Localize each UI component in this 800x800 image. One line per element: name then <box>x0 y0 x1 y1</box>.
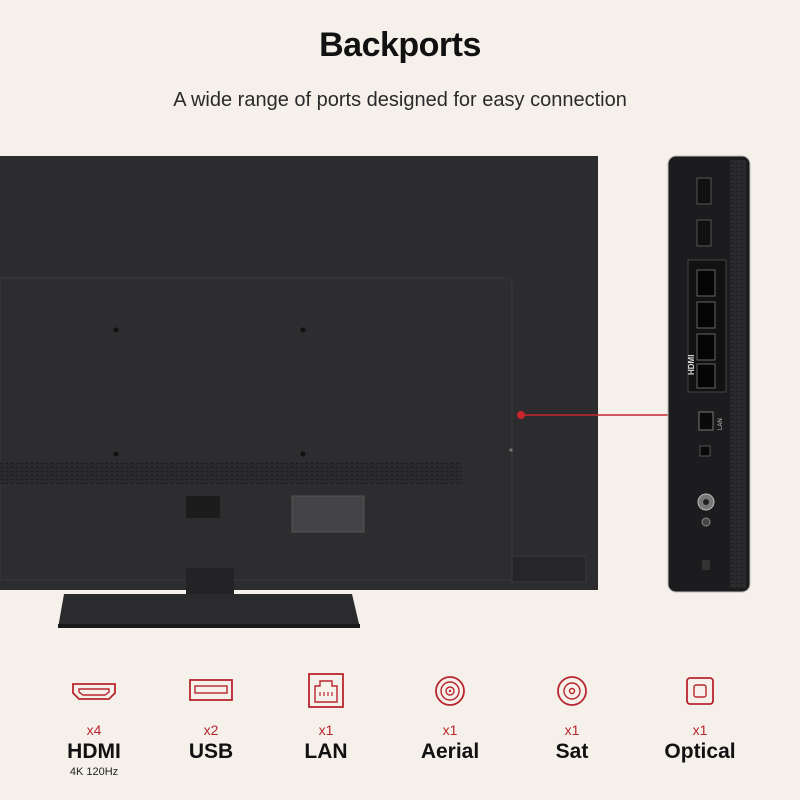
vesa-hole <box>300 451 306 457</box>
vesa-hole <box>113 451 119 457</box>
tv-stand-neck <box>186 568 234 596</box>
callout-dot <box>517 411 525 419</box>
lan-port <box>698 411 714 431</box>
tv-connector-block <box>186 496 220 518</box>
port-count: x1 <box>442 722 458 738</box>
port-count: x1 <box>564 722 580 738</box>
aerial-port-icon <box>435 676 465 706</box>
lan-label-text: LAN <box>718 418 724 430</box>
port-name: Aerial <box>420 740 480 763</box>
sat-port <box>701 517 711 527</box>
usb-port-icon <box>189 679 233 701</box>
tv-rear-cover <box>0 277 513 581</box>
port-item-sat: x1 Sat <box>512 672 632 766</box>
port-subtext: 4K 120Hz <box>69 766 119 778</box>
port-item-lan: x1 LAN <box>266 672 386 766</box>
hdmi-port-icon <box>72 683 116 700</box>
port-count: x2 <box>203 722 219 738</box>
optical-port <box>699 445 711 457</box>
port-location-dot <box>509 448 513 452</box>
port-count: x1 <box>318 722 334 738</box>
port-name: Optical <box>664 740 736 763</box>
hdmi-port <box>696 301 716 329</box>
port-item-usb: x2 USB <box>151 672 271 766</box>
tv-vent-grille <box>0 462 462 484</box>
ir-port <box>702 560 710 570</box>
usb-port <box>696 177 712 205</box>
port-item-hdmi: x4 HDMI 4K 120Hz <box>34 672 154 778</box>
optical-port-icon <box>686 677 714 705</box>
vesa-hole <box>300 327 306 333</box>
vesa-hole <box>113 327 119 333</box>
tv-side-port-cover <box>511 555 587 583</box>
port-name: HDMI <box>67 740 121 763</box>
hdmi-port <box>696 333 716 361</box>
ports-summary-row: x4 HDMI 4K 120Hz x2 USB x1 LAN <box>0 672 800 792</box>
tv-back-illustration: HDMI LAN <box>0 150 800 640</box>
sat-port-icon <box>557 676 587 706</box>
hdmi-port <box>696 269 716 297</box>
port-panel-grille <box>730 160 746 588</box>
port-count: x4 <box>86 722 102 738</box>
tv-stand-shadow <box>58 624 360 628</box>
lan-port-icon <box>308 673 344 708</box>
tv-stand-base <box>58 594 360 628</box>
hdmi-port <box>696 363 716 389</box>
page-subtitle: A wide range of ports designed for easy … <box>173 89 627 111</box>
tv-label-plate <box>291 495 365 533</box>
aerial-port-center <box>703 499 709 505</box>
port-item-optical: x1 Optical <box>640 672 760 766</box>
hdmi-logo-text: HDMI <box>687 355 696 375</box>
port-name: USB <box>188 740 234 763</box>
port-item-aerial: x1 Aerial <box>390 672 510 766</box>
usb-port <box>696 219 712 247</box>
page-title: Backports <box>319 26 481 64</box>
port-count: x1 <box>692 722 708 738</box>
port-name: LAN <box>304 740 348 763</box>
port-name: Sat <box>555 740 589 763</box>
